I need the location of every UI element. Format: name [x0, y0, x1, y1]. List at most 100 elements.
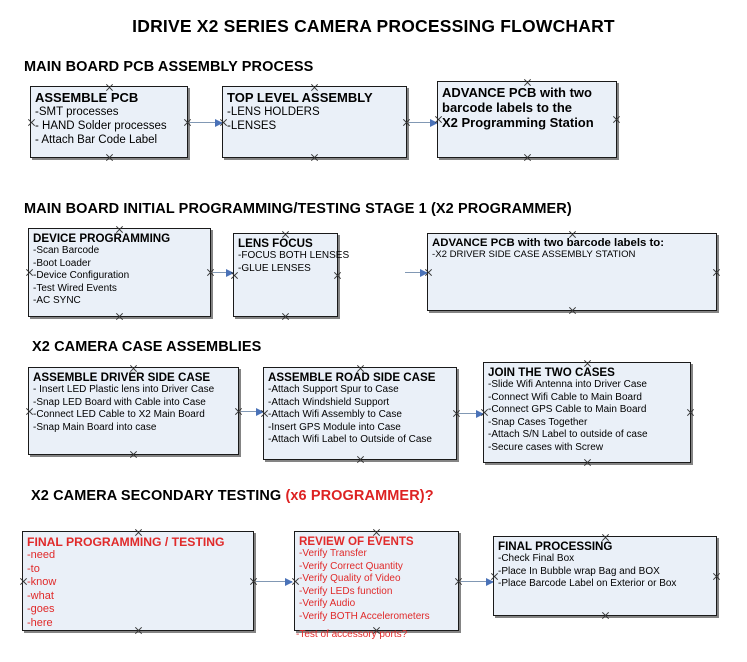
process-box-final-processing[interactable]: FINAL PROCESSING -Check Final Box -Place…	[493, 536, 717, 616]
process-box-join-the-two-cases[interactable]: JOIN THE TWO CASES -Slide Wifi Antenna i…	[483, 362, 691, 463]
process-box-lens-focus[interactable]: LENS FOCUS -FOCUS BOTH LENSES -GLUE LENS…	[233, 233, 350, 317]
process-box-title: REVIEW OF EVENTS	[299, 535, 414, 548]
process-box-line: -Attach S/N Label to outside of case	[488, 429, 648, 441]
process-box-line: -Device Configuration	[33, 270, 130, 282]
arrow-head-icon	[486, 577, 494, 586]
page-title: IDRIVE X2 SERIES CAMERA PROCESSING FLOWC…	[132, 16, 615, 36]
process-box-line: -Verify BOTH Accelerometers	[299, 610, 430, 622]
arrow-head-icon	[420, 268, 428, 277]
arrow-head-icon	[226, 268, 234, 277]
process-box-line: -LENSES	[227, 120, 277, 133]
connector-final-programming-to-review-of-events	[256, 577, 293, 586]
process-box-line: -Connect LED Cable to X2 Main Board	[33, 409, 205, 421]
process-box-line: -AC SYNC	[33, 295, 81, 307]
process-box-advance-pcb-to-driver-side-case-assembly[interactable]: ADVANCE PCB with two barcode labels to: …	[427, 233, 717, 311]
section-heading-x2-camera-case-assemblies: X2 CAMERA CASE ASSEMBLIES	[32, 339, 261, 355]
process-box-line: - Attach Bar Code Label	[35, 134, 158, 147]
process-box-line: -Snap LED Board with Cable into Case	[33, 396, 206, 408]
process-box-title: LENS FOCUS	[238, 237, 313, 250]
process-box-title: ASSEMBLE PCB	[35, 90, 139, 105]
connector-driver-side-case-to-road-side-case	[241, 407, 264, 416]
process-box-title: ASSEMBLE DRIVER SIDE CASE	[33, 371, 211, 384]
connector-road-side-case-to-join-the-two-cases	[459, 409, 484, 418]
process-box-line: -Connect GPS Cable to Main Board	[488, 404, 647, 416]
arrow-head-icon	[430, 118, 438, 127]
process-box-line: -Check Final Box	[498, 553, 575, 564]
section-heading-text: MAIN BOARD INITIAL PROGRAMMING/TESTING S…	[24, 201, 572, 217]
process-box-title: FINAL PROCESSING	[498, 540, 613, 553]
process-box-line: -Insert GPS Module into Case	[268, 421, 401, 433]
process-box-line: -Verify Audio	[299, 598, 356, 610]
process-box-title: JOIN THE TWO CASES	[488, 366, 615, 379]
process-box-line: -Place In Bubble wrap Bag and BOX	[498, 565, 660, 577]
section-heading-main-board-pcb-assembly-process: MAIN BOARD PCB ASSEMBLY PROCESS	[24, 59, 313, 75]
process-box-title: TOP LEVEL ASSEMBLY	[227, 90, 373, 105]
connector-top-level-assembly-to-advance-pcb	[409, 118, 438, 127]
section-heading-text: X2 CAMERA CASE ASSEMBLIES	[32, 339, 262, 355]
process-box-line: -Scan Barcode	[33, 245, 100, 256]
process-box-line: -Attach Wifi Assembly to Case	[268, 409, 402, 421]
connector-lens-focus-to-advance-pcb	[405, 268, 428, 277]
process-box-assemble-driver-side-case[interactable]: ASSEMBLE DRIVER SIDE CASE - Insert LED P…	[28, 367, 239, 455]
process-box-line: -know	[27, 576, 57, 589]
process-box-title: ADVANCE PCB with two barcode labels to:	[432, 237, 665, 249]
connection-handle-bottom[interactable]	[281, 312, 290, 321]
process-box-line: -Snap Main Board into case	[33, 421, 157, 433]
section-heading-main-board-initial-programming: MAIN BOARD INITIAL PROGRAMMING/TESTING S…	[24, 201, 572, 217]
process-box-title: FINAL PROGRAMMING / TESTING	[27, 535, 225, 549]
section-heading-accent: (x6 PROGRAMMER)?	[285, 488, 434, 504]
connection-handle-bottom[interactable]	[310, 153, 319, 162]
connection-handle-bottom[interactable]	[583, 458, 592, 467]
process-box-line: -Attach Wifi Label to Outside of Case	[268, 434, 432, 446]
process-box-device-programming[interactable]: DEVICE PROGRAMMING -Scan Barcode -Boot L…	[28, 228, 211, 317]
connection-handle-bottom[interactable]	[105, 153, 114, 162]
process-box-line: -Place Barcode Label on Exterior or Box	[498, 578, 677, 590]
process-box-top-level-assembly[interactable]: TOP LEVEL ASSEMBLY -LENS HOLDERS -LENSES	[222, 86, 407, 158]
process-box-line: -Test Wired Events	[33, 282, 117, 294]
arrow-head-icon	[285, 577, 293, 586]
connector-review-of-events-to-final-processing	[461, 577, 494, 586]
arrow-head-icon	[256, 407, 264, 416]
section-heading-text: MAIN BOARD PCB ASSEMBLY PROCESS	[24, 59, 314, 75]
connection-handle-right[interactable]	[712, 268, 721, 277]
process-box-assemble-pcb[interactable]: ASSEMBLE PCB -SMT processes - HAND Solde…	[30, 86, 188, 158]
process-box-line: - HAND Solder processes	[35, 120, 167, 133]
connection-handle-bottom[interactable]	[568, 306, 577, 315]
process-box-assemble-road-side-case[interactable]: ASSEMBLE ROAD SIDE CASE -Attach Support …	[263, 367, 457, 460]
process-box-line: -Verify Correct Quantity	[299, 560, 403, 572]
process-box-line: -Snap Cases Together	[488, 416, 588, 428]
arrow-head-icon	[476, 409, 484, 418]
process-box-line: -Verify Transfer	[299, 548, 367, 559]
section-heading-text: X2 CAMERA SECONDARY TESTING	[31, 488, 286, 504]
connection-handle-bottom[interactable]	[129, 450, 138, 459]
connection-handle-bottom[interactable]	[523, 153, 532, 162]
process-box-line: barcode labels to the	[442, 100, 573, 115]
process-box-line: -what	[27, 589, 54, 602]
process-box-advance-pcb-to-x2-programming-station[interactable]: ADVANCE PCB with two barcode labels to t…	[437, 81, 617, 158]
process-box-line: -FOCUS BOTH LENSES	[238, 250, 350, 261]
process-box-line: -Secure cases with Screw	[488, 441, 604, 453]
process-box-line: -Attach Support Spur to Case	[268, 384, 399, 395]
process-box-line: -need	[27, 549, 56, 561]
process-box-line: -Boot Loader	[33, 257, 91, 269]
process-box-line: -Connect Wifi Cable to Main Board	[488, 391, 642, 403]
connection-handle-bottom[interactable]	[115, 312, 124, 321]
section-heading-x2-camera-secondary-testing: X2 CAMERA SECONDARY TESTING (x6 PROGRAMM…	[31, 488, 434, 504]
process-box-line: -Attach Windshield Support	[268, 396, 390, 408]
process-box-line: -to	[27, 562, 40, 575]
connection-handle-bottom[interactable]	[601, 611, 610, 620]
connection-handle-bottom[interactable]	[356, 455, 365, 464]
process-box-overflow-line: -Test of accessory ports?	[296, 629, 408, 640]
process-box-line: -here	[27, 616, 53, 629]
process-box-line: -X2 DRIVER SIDE CASE ASSEMBLY STATION	[432, 249, 636, 260]
connector-device-programming-to-lens-focus	[213, 268, 234, 277]
process-box-final-programming-testing[interactable]: FINAL PROGRAMMING / TESTING -need -to -k…	[22, 531, 254, 631]
process-box-title: ASSEMBLE ROAD SIDE CASE	[268, 371, 436, 384]
process-box-line: -Slide Wifi Antenna into Driver Case	[488, 379, 647, 390]
process-box-line: -Verify LEDs function	[299, 585, 393, 597]
process-box-line: -GLUE LENSES	[238, 262, 311, 274]
arrow-head-icon	[215, 118, 223, 127]
process-box-review-of-events[interactable]: REVIEW OF EVENTS -Verify Transfer -Verif…	[294, 531, 459, 631]
connector-assemble-pcb-to-top-level-assembly	[190, 118, 223, 127]
